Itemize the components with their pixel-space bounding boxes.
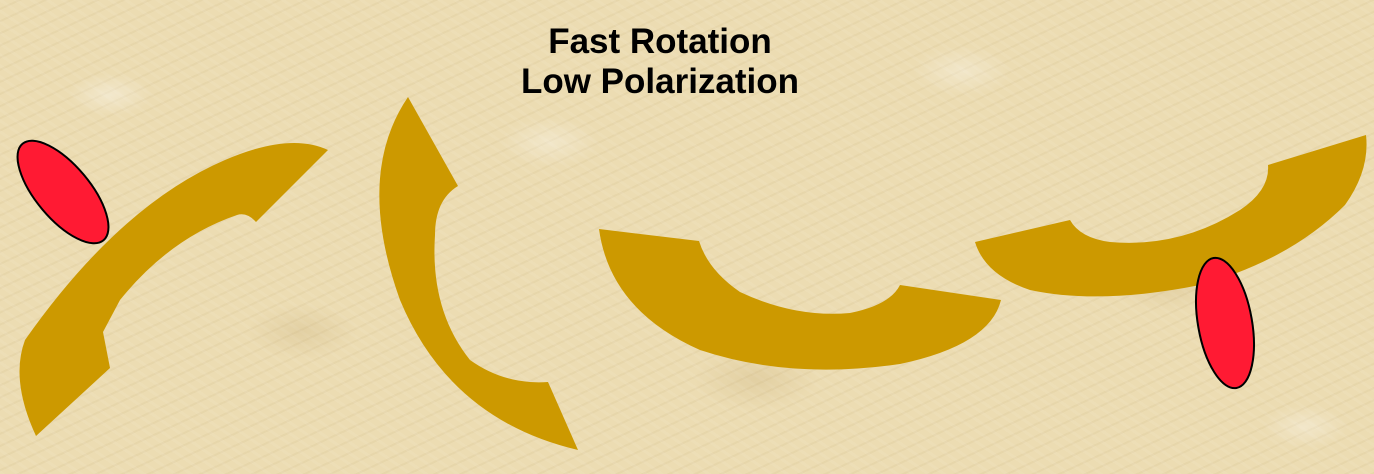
arc-segment-3 (599, 229, 1001, 370)
arc-segment-4 (975, 135, 1367, 296)
arc-segment-2 (379, 97, 578, 450)
red-ellipse-left (2, 126, 124, 257)
